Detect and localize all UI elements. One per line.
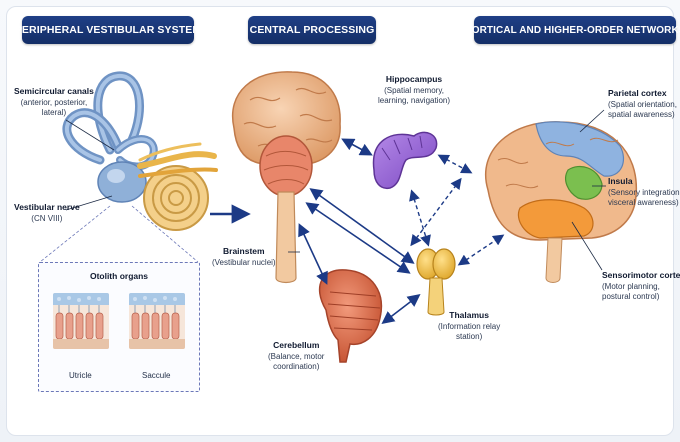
otolith-organs-box: Otolith organs <box>38 262 200 392</box>
brainstem-desc: (Vestibular nuclei) <box>212 258 276 268</box>
label-parietal: Parietal cortex (Spatial orientation, sp… <box>608 88 677 120</box>
otolith-title: Otolith organs <box>39 271 199 283</box>
arrow-brainstem-cerebellum <box>300 226 326 282</box>
label-semicircular: Semicircular canals (anterior, posterior… <box>14 86 94 118</box>
header-central: CENTRAL PROCESSING <box>248 16 376 44</box>
semicircular-title: Semicircular canals <box>14 86 94 96</box>
sensorimotor-desc-1: (Motor planning, <box>602 282 680 292</box>
parietal-title: Parietal cortex <box>608 88 677 98</box>
brainstem-title: Brainstem <box>212 246 276 256</box>
cerebellum-desc-1: (Balance, motor <box>268 352 324 362</box>
label-brainstem: Brainstem (Vestibular nuclei) <box>212 246 276 268</box>
label-hippocampus: Hippocampus (Spatial memory, learning, n… <box>378 74 450 106</box>
thalamus-desc-1: (Information relay <box>438 322 500 332</box>
label-cerebellum: Cerebellum (Balance, motor coordination) <box>268 340 324 372</box>
arrow-thalamus-cortex <box>460 236 502 264</box>
thalamus-desc-2: station) <box>438 332 500 342</box>
arrow-hippocampus-thalamus <box>412 192 428 244</box>
arrow-hippocampus-cortex <box>440 156 470 172</box>
label-vestibular-nerve: Vestibular nerve (CN VIII) <box>14 202 80 224</box>
hippocampus-desc-2: learning, navigation) <box>378 96 450 106</box>
semicircular-desc-2: lateral) <box>14 108 94 118</box>
semicircular-desc-1: (anterior, posterior, <box>14 98 94 108</box>
vestibular-nerve-title: Vestibular nerve <box>14 202 80 212</box>
vestibular-nerve-desc: (CN VIII) <box>14 214 80 224</box>
arrow-brain-thalamus <box>312 190 412 262</box>
cerebellum-illustration <box>320 270 382 362</box>
arrow-brainstem-thalamus <box>308 204 408 272</box>
saccule-label: Saccule <box>142 371 170 380</box>
utricle-label: Utricle <box>69 371 92 380</box>
header-peripheral: PERIPHERAL VESTIBULAR SYSTEM <box>22 16 194 44</box>
hippocampus-illustration <box>374 132 437 188</box>
insula-desc-2: visceral awareness) <box>608 198 680 208</box>
thalamus-title: Thalamus <box>438 310 500 320</box>
sensorimotor-title: Sensorimotor cortex <box>602 270 680 280</box>
thalamus-illustration <box>417 249 455 315</box>
arrow-brain-hippocampus <box>344 140 370 154</box>
header-cortical: CORTICAL AND HIGHER-ORDER NETWORKS <box>474 16 676 44</box>
hippocampus-desc-1: (Spatial memory, <box>378 86 450 96</box>
insula-title: Insula <box>608 176 680 186</box>
cerebellum-desc-2: coordination) <box>268 362 324 372</box>
label-sensorimotor: Sensorimotor cortex (Motor planning, pos… <box>602 270 680 302</box>
saccule-illustration <box>129 293 185 349</box>
parietal-desc-2: spatial awareness) <box>608 110 677 120</box>
label-thalamus: Thalamus (Information relay station) <box>438 310 500 342</box>
arrow-cerebellum-thalamus <box>384 296 418 322</box>
cerebellum-title: Cerebellum <box>268 340 324 350</box>
parietal-desc-1: (Spatial orientation, <box>608 100 677 110</box>
utricle-illustration <box>53 293 109 349</box>
otolith-title-text: Otolith organs <box>39 271 199 281</box>
arrow-thalamus-cortex-diag <box>412 180 460 244</box>
insula-desc-1: (Sensory integration, <box>608 188 680 198</box>
hippocampus-title: Hippocampus <box>378 74 450 84</box>
sensorimotor-desc-2: postural control) <box>602 292 680 302</box>
label-insula: Insula (Sensory integration, visceral aw… <box>608 176 680 208</box>
